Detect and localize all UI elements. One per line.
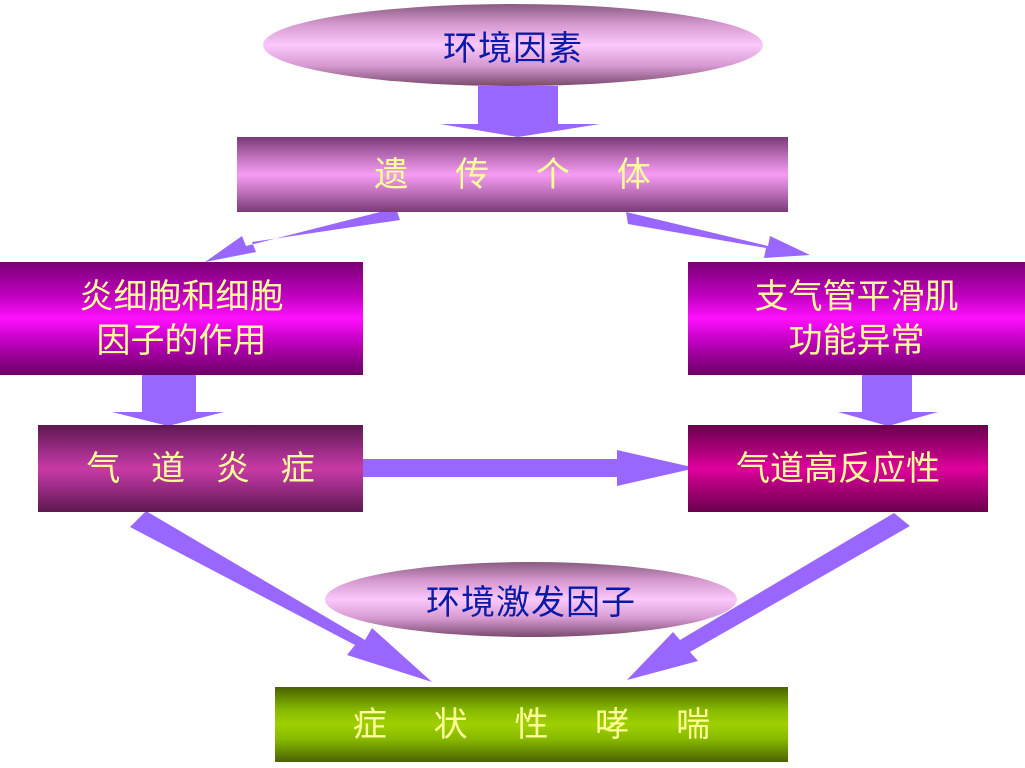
genetic-individual-box: 遗 传 个 体 bbox=[237, 137, 788, 212]
airway-hyper-box: 气道高反应性 bbox=[688, 425, 988, 512]
airway-inflammation-box: 气 道 炎 症 bbox=[38, 425, 363, 512]
smooth-muscle-line1: 支气管平滑肌 bbox=[754, 276, 959, 317]
smooth-muscle-box: 支气管平滑肌 功能异常 bbox=[688, 262, 1025, 375]
arrow-hyper-to-symptom bbox=[627, 513, 910, 680]
arrow-env-to-genetic bbox=[440, 86, 600, 137]
arrow-airway-to-hyper bbox=[362, 450, 696, 486]
inflammatory-cells-line2: 因子的作用 bbox=[96, 320, 267, 361]
arrow-airway-to-symptom bbox=[130, 511, 432, 682]
arrow-inflammatory-to-airway bbox=[112, 374, 224, 426]
arrow-genetic-to-inflammatory bbox=[205, 208, 400, 262]
arrow-genetic-to-smooth-muscle bbox=[626, 212, 810, 258]
env-triggers-ellipse: 环境激发因子 bbox=[325, 562, 737, 637]
inflammatory-cells-box: 炎细胞和细胞 因子的作用 bbox=[0, 262, 363, 375]
env-factors-ellipse: 环境因素 bbox=[263, 4, 763, 86]
genetic-individual-label: 遗 传 个 体 bbox=[374, 154, 669, 195]
airway-hyper-label: 气道高反应性 bbox=[736, 448, 940, 489]
env-factors-label: 环境因素 bbox=[443, 28, 583, 69]
env-triggers-label: 环境激发因子 bbox=[426, 583, 636, 623]
inflammatory-cells-line1: 炎细胞和细胞 bbox=[79, 276, 284, 317]
symptomatic-asthma-box: 症 状 性 哮 喘 bbox=[275, 687, 788, 762]
arrow-smooth-muscle-to-hyper bbox=[838, 374, 938, 426]
airway-inflammation-label: 气 道 炎 症 bbox=[86, 448, 325, 489]
symptomatic-asthma-label: 症 状 性 哮 喘 bbox=[352, 704, 729, 745]
smooth-muscle-line2: 功能异常 bbox=[788, 320, 925, 361]
